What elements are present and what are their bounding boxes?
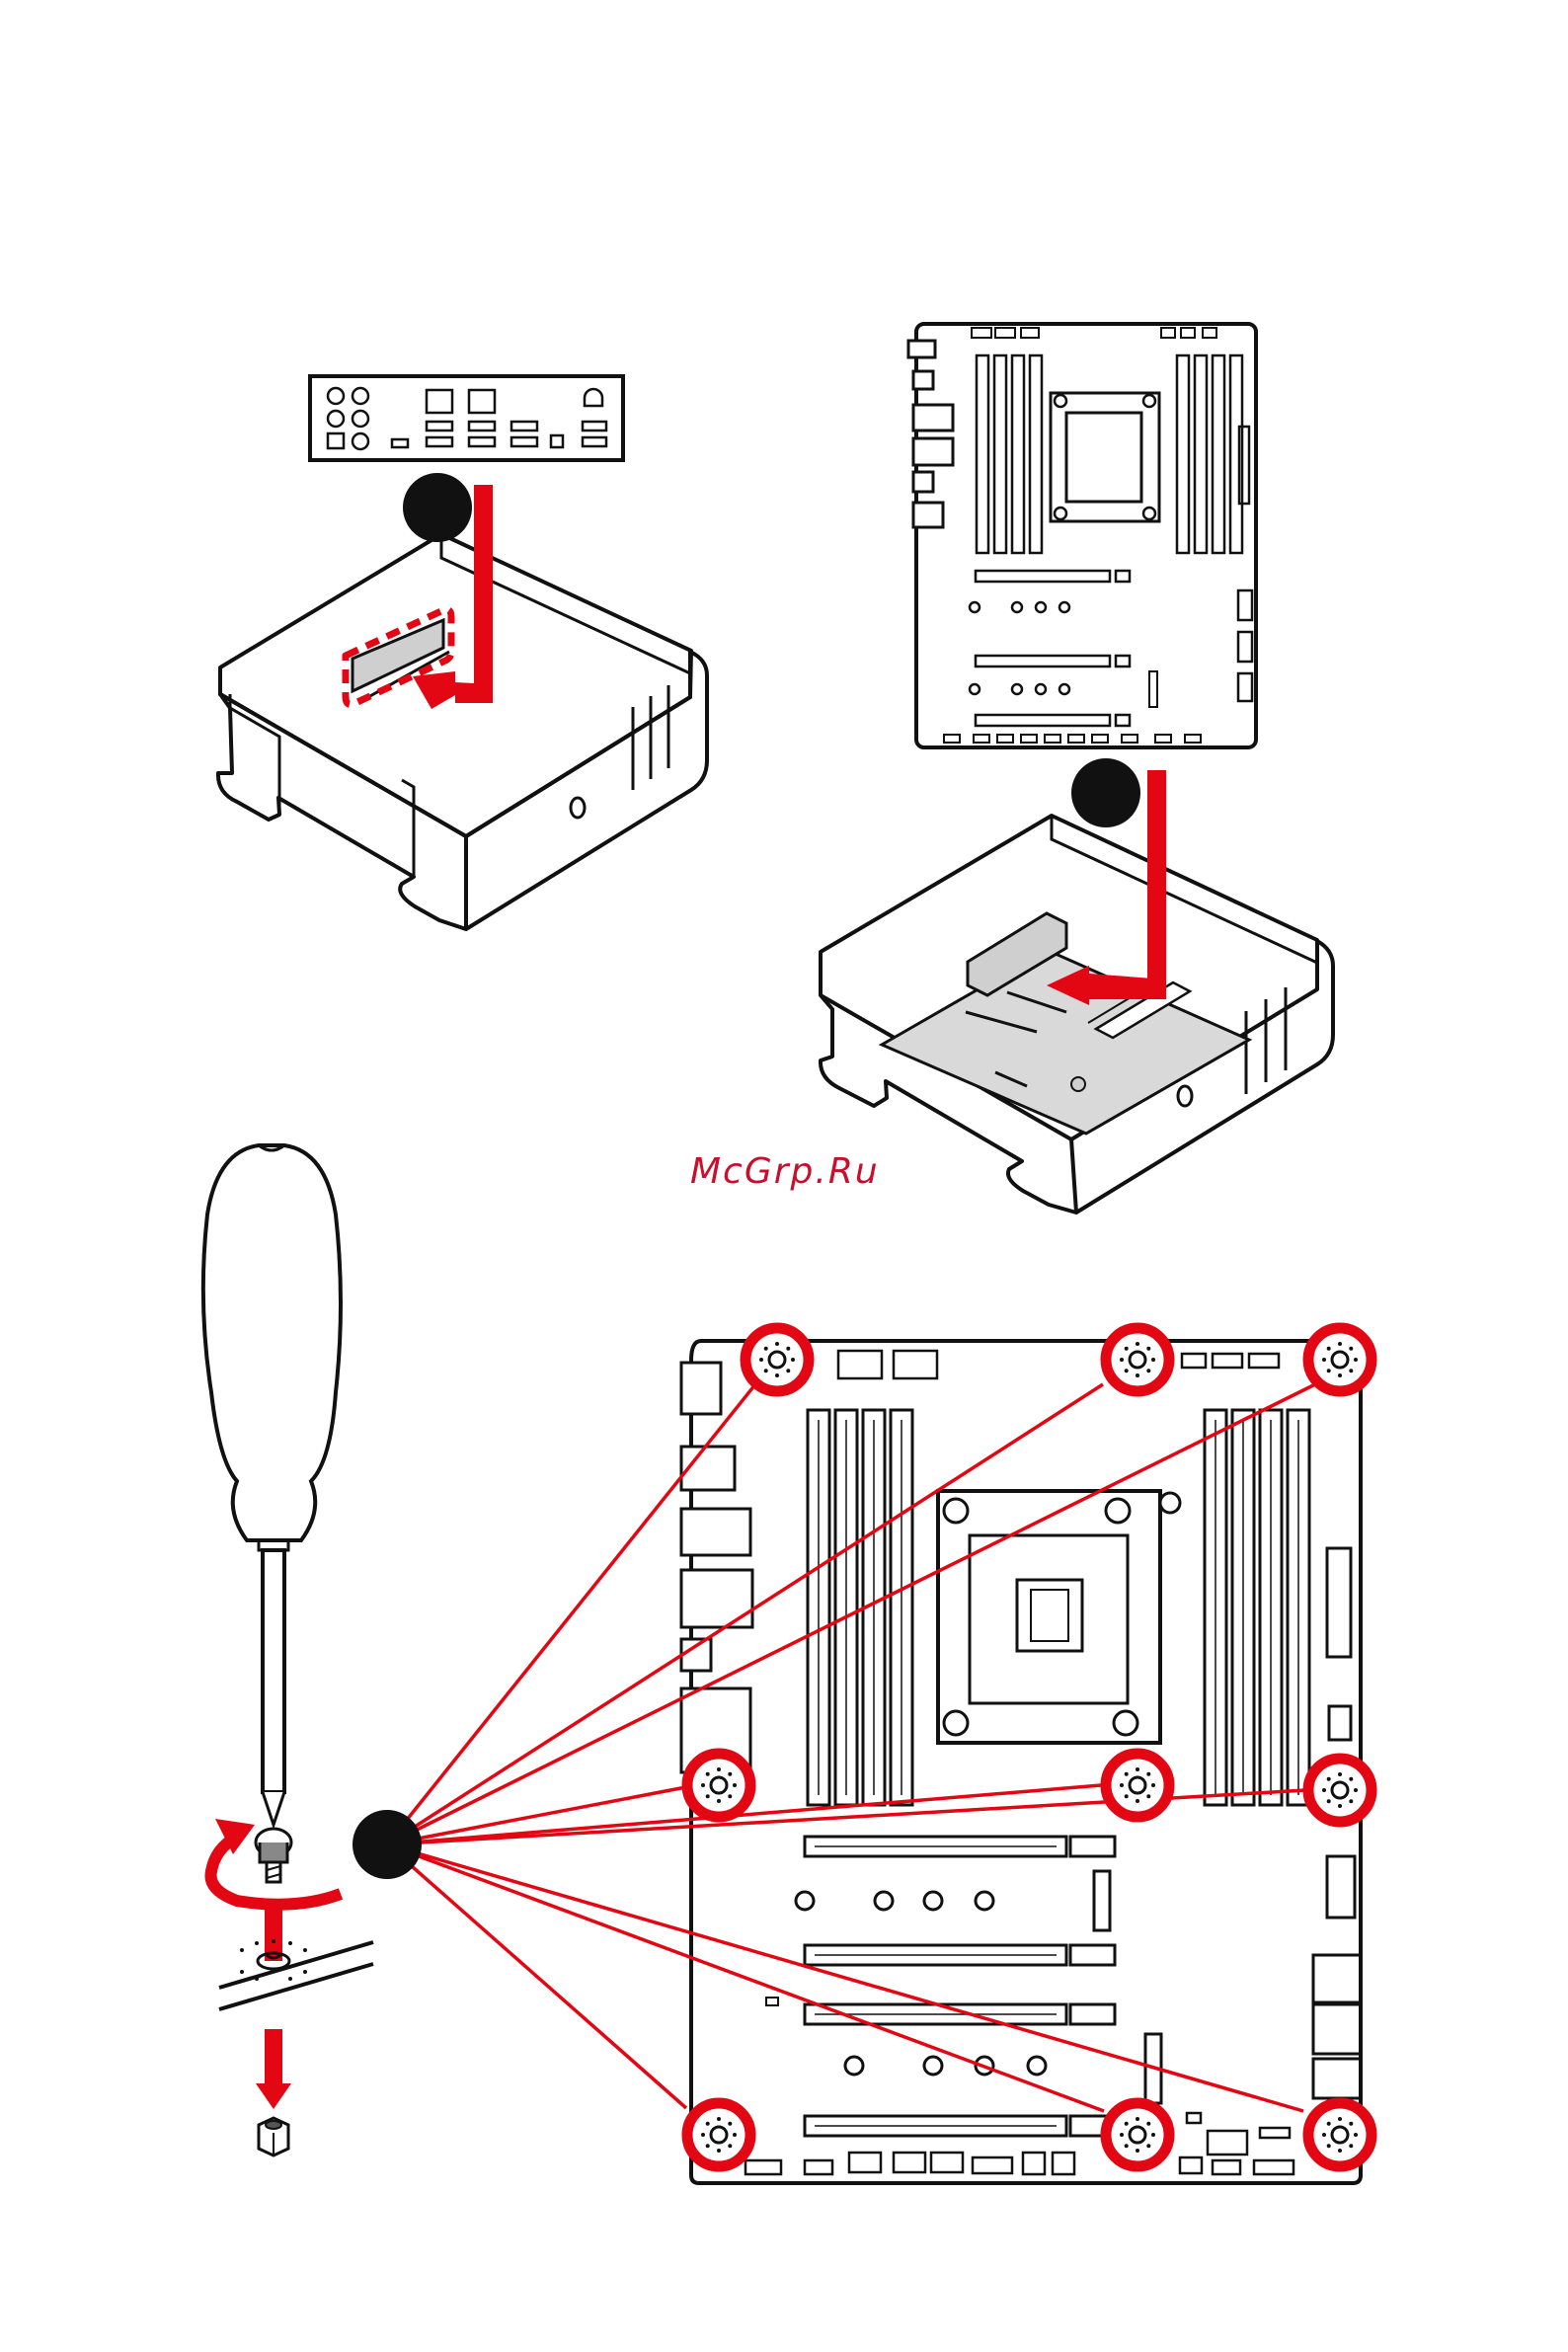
watermark-text: McGrp.Ru — [690, 1151, 888, 1192]
motherboard-icon — [908, 324, 1256, 747]
step-marker-2 — [1071, 758, 1140, 827]
screw-hole-highlight — [1106, 1754, 1169, 1817]
step-marker-3 — [353, 1810, 422, 1879]
down-arrow-icon — [256, 2029, 291, 2109]
pc-case-icon — [821, 770, 1333, 1213]
screw-hole-highlight — [1106, 2103, 1169, 2166]
screw-hole-highlight — [1308, 1759, 1372, 1822]
standoff-icon — [259, 2118, 288, 2156]
screw-hole-highlight — [687, 1754, 750, 1817]
screw-hole-highlight — [1308, 2103, 1372, 2166]
screw-hole-highlight — [1106, 1328, 1169, 1391]
step-marker-1 — [403, 473, 472, 542]
screwdriver-icon — [203, 1145, 341, 1825]
board-edge — [219, 1942, 373, 2009]
screw-hole-highlight — [687, 2103, 750, 2166]
screw-icon — [256, 1829, 291, 1882]
screw-hole-highlight — [745, 1328, 809, 1391]
motherboard-icon — [681, 1341, 1361, 2183]
pc-case-icon — [218, 485, 707, 929]
io-shield-icon — [310, 376, 623, 460]
screw-hole-highlight — [1308, 1328, 1372, 1391]
